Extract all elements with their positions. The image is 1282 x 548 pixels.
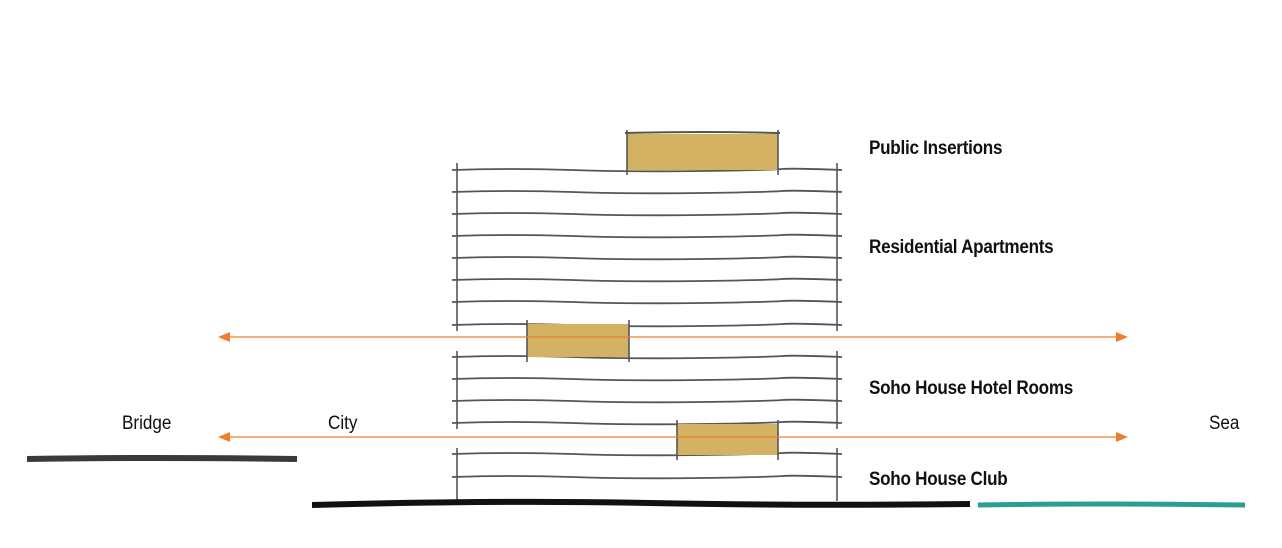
floor-line bbox=[451, 255, 843, 261]
floor-line bbox=[451, 277, 843, 283]
floor-line bbox=[451, 167, 843, 173]
label-club: Soho House Club bbox=[869, 469, 1008, 490]
label-sea: Sea bbox=[1209, 413, 1240, 434]
label-hotel-rooms: Soho House Hotel Rooms bbox=[869, 378, 1074, 399]
floor-line bbox=[451, 211, 843, 217]
floor-line bbox=[451, 420, 843, 426]
label-public-insertions: Public Insertions bbox=[869, 138, 1003, 159]
arrow-head-right-icon bbox=[1116, 332, 1128, 342]
label-residential-apartments: Residential Apartments bbox=[869, 237, 1054, 258]
floor-line bbox=[451, 189, 843, 195]
insertion-box bbox=[527, 324, 629, 357]
insertion-roof bbox=[624, 131, 781, 134]
label-bridge: Bridge bbox=[122, 413, 172, 434]
ground-lines bbox=[26, 455, 1246, 508]
floor-line bbox=[451, 451, 843, 457]
view-axis-arrows bbox=[218, 332, 1128, 442]
building-floors bbox=[451, 163, 843, 501]
insertion-box bbox=[677, 424, 778, 455]
insertion-box bbox=[627, 134, 778, 170]
arrow-head-left-icon bbox=[218, 332, 230, 342]
floor-line bbox=[451, 398, 843, 404]
floor-line bbox=[451, 376, 843, 382]
label-city: City bbox=[328, 413, 358, 434]
ground-line bbox=[311, 498, 971, 508]
bridge-line bbox=[26, 455, 298, 462]
arrow-head-left-icon bbox=[218, 432, 230, 442]
floor-line bbox=[451, 322, 843, 328]
floor-line bbox=[451, 233, 843, 239]
sea-line bbox=[977, 501, 1246, 508]
floor-line bbox=[451, 299, 843, 305]
arrow-head-right-icon bbox=[1116, 432, 1128, 442]
floor-line bbox=[451, 474, 843, 480]
floor-line bbox=[451, 354, 843, 360]
public-insertion-boxes bbox=[526, 130, 781, 460]
